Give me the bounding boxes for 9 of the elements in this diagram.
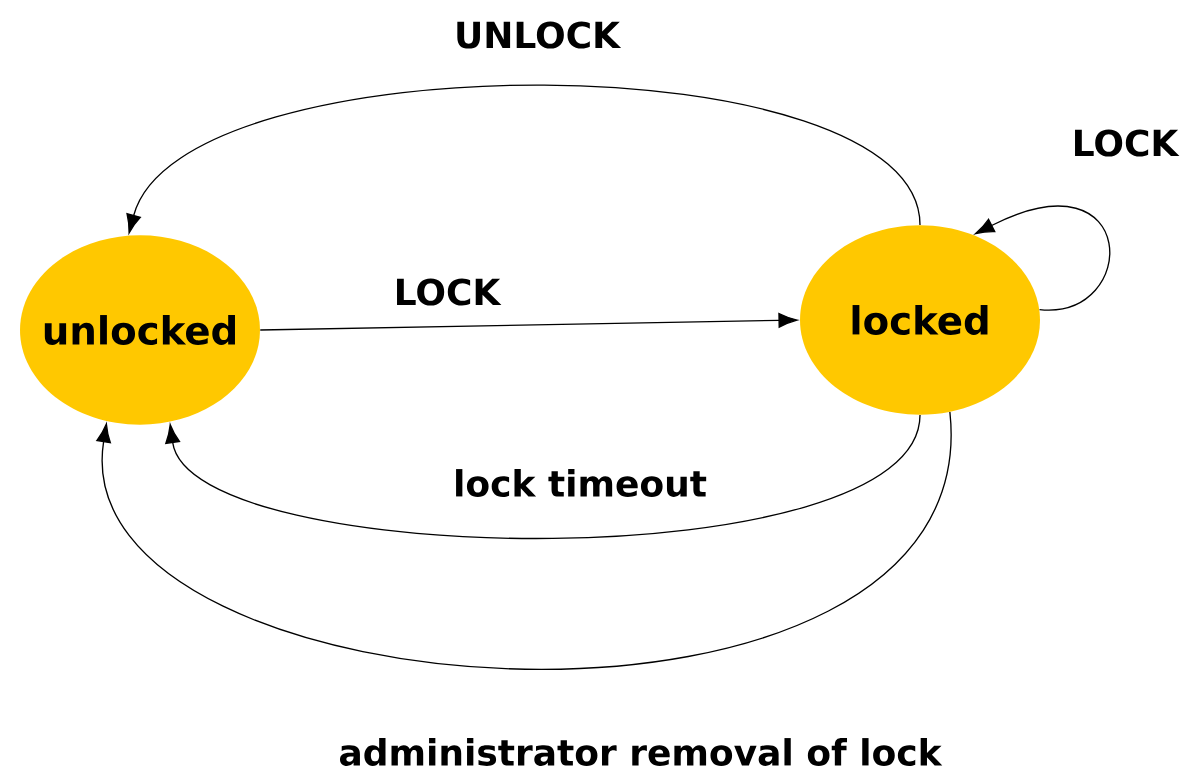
edge-label: administrator removal of lock bbox=[335, 735, 945, 769]
arrow bbox=[165, 414, 921, 540]
arrow bbox=[975, 205, 1110, 311]
arrow bbox=[259, 312, 798, 331]
edge-label: LOCK bbox=[391, 275, 503, 309]
edge-label: UNLOCK bbox=[451, 18, 623, 52]
edge-label: lock timeout bbox=[450, 466, 710, 500]
arrow bbox=[126, 84, 921, 234]
edge-label: LOCK bbox=[1069, 126, 1181, 160]
